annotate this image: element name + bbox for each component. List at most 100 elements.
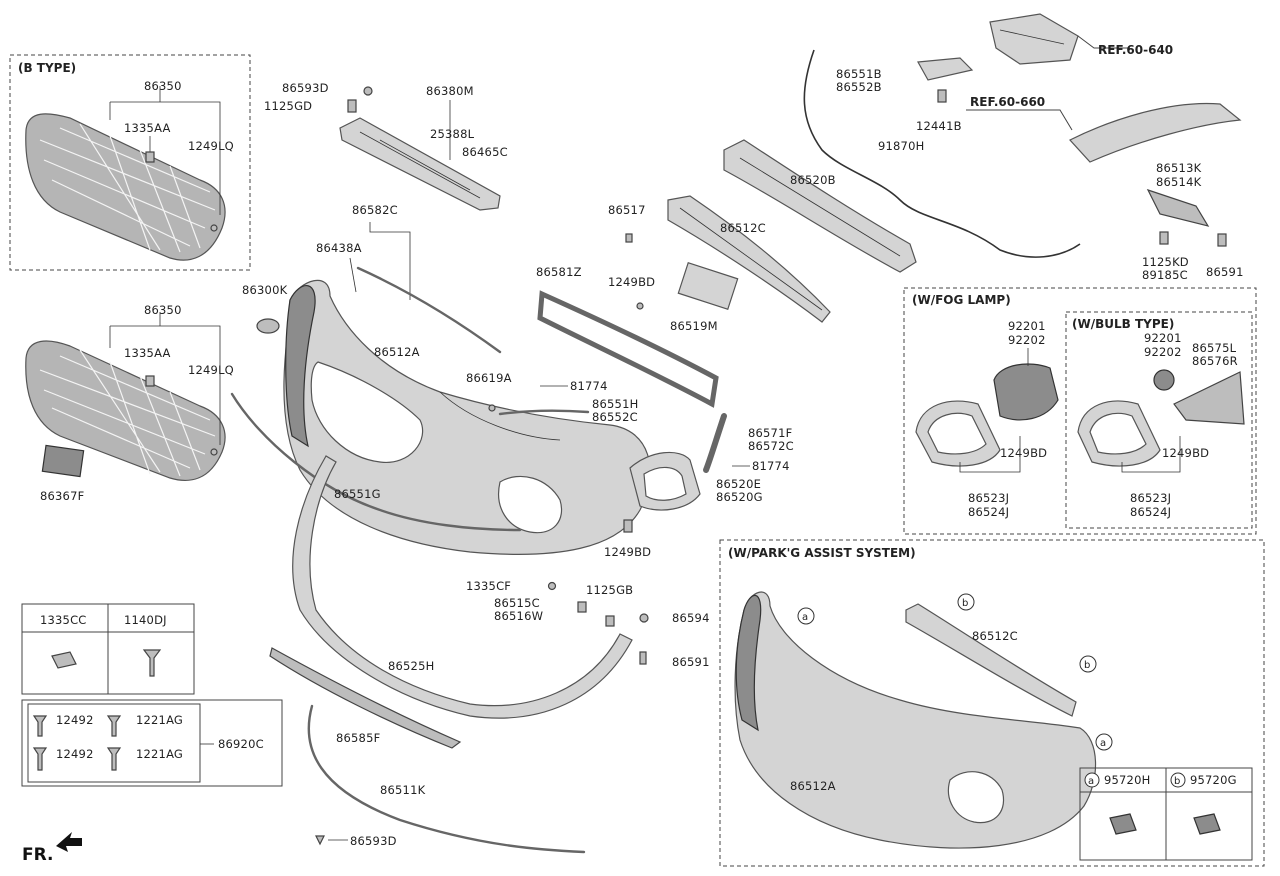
screw-1249BD-b-icon xyxy=(623,519,633,533)
label-1335AA-bottom: 1335AA xyxy=(124,346,171,360)
screw-1221AG-b-icon xyxy=(106,747,122,771)
label-86514K: 86514K xyxy=(1156,175,1202,189)
label-1249BD-b: 1249BD xyxy=(604,545,651,559)
callout-a-1 xyxy=(797,607,815,625)
label-1249LQ-bottom: 1249LQ xyxy=(188,363,234,377)
pa-bumper-cover xyxy=(734,591,1097,849)
callout-b-1 xyxy=(957,593,975,611)
label-86380M: 86380M xyxy=(426,84,474,98)
fog-label-86523J: 86523J xyxy=(968,491,1009,505)
label-81774-a: 81774 xyxy=(570,379,608,393)
screw-1125GB-icon xyxy=(577,601,587,613)
label-86511K: 86511K xyxy=(380,783,426,797)
label-86551G: 86551G xyxy=(334,487,381,501)
label-86512C: 86512C xyxy=(720,221,766,235)
label-86300K: 86300K xyxy=(242,283,288,297)
label-86591-a: 86591 xyxy=(1206,265,1244,279)
callout-a-1-text: a xyxy=(802,612,808,623)
callout-b-2 xyxy=(1079,655,1097,673)
fender-liner-bracket xyxy=(1069,102,1242,227)
label-86585F: 86585F xyxy=(336,731,380,745)
screw-1249LQ-top-icon xyxy=(210,224,218,232)
bulb-label-92201: 92201 xyxy=(1144,331,1182,345)
label-1125KD: 1125KD xyxy=(1142,255,1189,269)
clip-86517-icon xyxy=(625,233,633,243)
ref-640-pointer xyxy=(1077,35,1130,49)
pa-label-95720G: 95720G xyxy=(1190,773,1237,787)
label-86515C: 86515C xyxy=(494,596,540,610)
label-86593D-top: 86593D xyxy=(282,81,329,95)
grille-strip-86581Z-icon xyxy=(537,290,719,408)
sensor-95720G-icon xyxy=(1193,813,1221,835)
fog-label-1249BD: 1249BD xyxy=(1000,446,1047,460)
push-pin-1140DJ-icon xyxy=(142,649,162,677)
bumper-cover-86512A xyxy=(283,279,651,555)
legend-12492-b: 12492 xyxy=(56,747,94,761)
clip-86593D-bottom-icon xyxy=(315,835,325,846)
label-86551H: 86551H xyxy=(592,397,638,411)
callout-a-2 xyxy=(1095,733,1113,751)
fog-lamp-bezel-b xyxy=(1077,369,1245,467)
radiator-grille-b-type xyxy=(25,113,226,261)
label-89185C: 89185C xyxy=(1142,268,1188,282)
clip-86619A-icon xyxy=(488,404,496,412)
radiator-grille-standard xyxy=(25,340,226,481)
label-86594: 86594 xyxy=(672,611,710,625)
label-86591-b: 86591 xyxy=(672,655,710,669)
fog-label-92201: 92201 xyxy=(1008,319,1046,333)
bulb-label-86575L: 86575L xyxy=(1192,341,1237,355)
screw-1221AG-a-icon xyxy=(106,715,122,737)
label-86367F: 86367F xyxy=(40,489,84,503)
clip-12441B-icon xyxy=(937,89,947,103)
label-1125GD: 1125GD xyxy=(264,99,312,113)
legend-1335CC: 1335CC xyxy=(40,613,87,627)
clip-86593D-top-icon xyxy=(363,86,373,96)
label-86517: 86517 xyxy=(608,203,646,217)
direction-front-label: FR. xyxy=(22,845,53,865)
screw-12492-b-icon xyxy=(32,747,48,771)
fog-label-92202: 92202 xyxy=(1008,333,1046,347)
b-type-header: (B TYPE) xyxy=(18,61,76,75)
lip-86585F-icon xyxy=(269,647,462,749)
ref-60-640: REF.60-640 xyxy=(1098,43,1173,57)
bulb-type-header: (W/BULB TYPE) xyxy=(1072,317,1174,331)
strip-86511K-icon xyxy=(307,704,586,854)
label-86520G: 86520G xyxy=(716,490,763,504)
clip-1335CF-icon xyxy=(547,581,557,591)
legend-1140DJ: 1140DJ xyxy=(124,613,167,627)
pa-label-86512C: 86512C xyxy=(972,629,1018,643)
parking-assist-header: (W/PARK'G ASSIST SYSTEM) xyxy=(728,546,916,560)
screw-86591-b-icon xyxy=(639,651,647,665)
fastener-legend-table xyxy=(21,603,283,787)
sensor-a-callout-text: a xyxy=(1088,776,1094,787)
legend-12492-a: 12492 xyxy=(56,713,94,727)
label-86552C: 86552C xyxy=(592,410,638,424)
bulb-label-86524J: 86524J xyxy=(1130,505,1171,519)
sensor-b-callout xyxy=(1170,772,1186,788)
label-86350-bottom: 86350 xyxy=(144,303,182,317)
reference-structure-640 xyxy=(989,13,1079,65)
absorber-86520B xyxy=(723,139,917,273)
label-86571F: 86571F xyxy=(748,426,792,440)
legend-1221AG-b: 1221AG xyxy=(136,747,183,761)
callout-b-2-text: b xyxy=(1084,660,1090,671)
bulb-label-92202: 92202 xyxy=(1144,345,1182,359)
bracket-86519M-icon xyxy=(677,261,739,311)
clip-1125KD-icon xyxy=(1159,231,1169,245)
label-86581Z: 86581Z xyxy=(536,265,582,279)
ref-660-pointer xyxy=(966,109,1073,131)
pa-beam-icon xyxy=(905,603,1077,717)
strip-86551G-icon xyxy=(230,392,522,532)
b-type-box xyxy=(9,54,251,271)
emblem-86300K-icon xyxy=(256,318,280,334)
beam-86512C xyxy=(667,195,831,323)
label-81774-b: 81774 xyxy=(752,459,790,473)
label-86516W: 86516W xyxy=(494,609,543,623)
upper-bracket-86380M xyxy=(339,117,501,211)
label-1335CF: 1335CF xyxy=(466,579,511,593)
label-91870H: 91870H xyxy=(878,139,924,153)
fog-lamp-box xyxy=(903,287,1257,535)
bracket-86551B-icon xyxy=(917,57,974,81)
clip-1335AA-bottom-icon xyxy=(145,375,155,387)
sensor-b-callout-text: b xyxy=(1174,776,1180,787)
